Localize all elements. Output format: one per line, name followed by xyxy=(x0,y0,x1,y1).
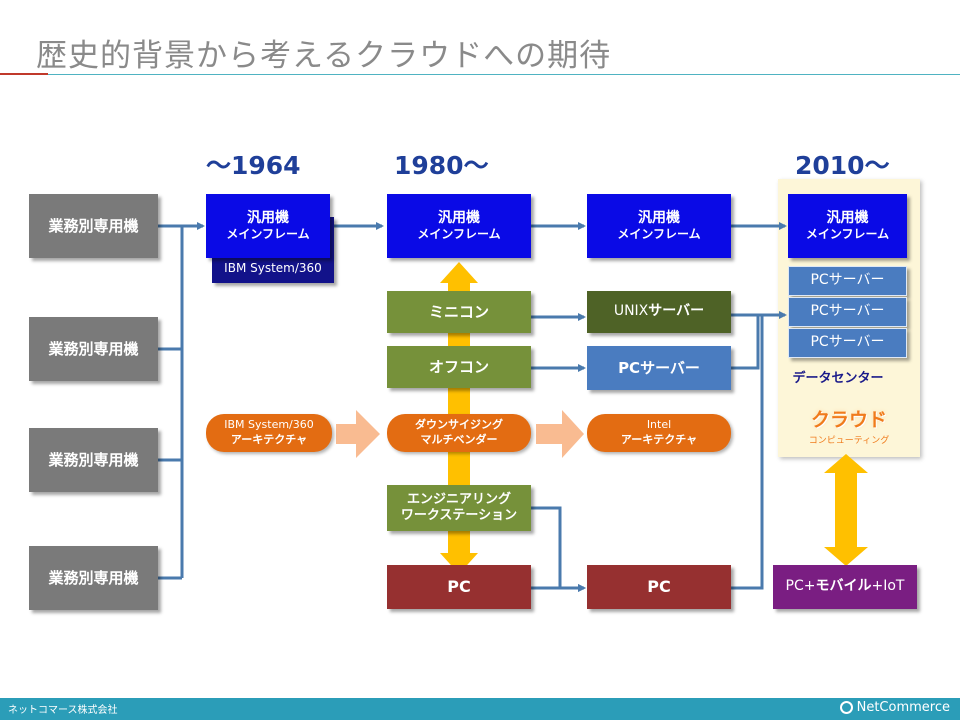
mainframe-1980-title: 汎用機 xyxy=(438,209,480,226)
ibm-architecture-line1: IBM System/360 xyxy=(224,418,314,432)
era-2010: 2010～ xyxy=(795,151,890,180)
unix-server-suffix: サーバー xyxy=(648,303,705,320)
footer-logo: NetCommerce xyxy=(839,700,950,715)
pc-box-1: PC xyxy=(387,565,531,609)
office-computer-box: オフコン xyxy=(387,346,531,388)
title-underline xyxy=(48,74,960,75)
footer-logo-text: NetCommerce xyxy=(856,700,950,715)
pc-mobile-iot-b: モバイル xyxy=(815,578,872,595)
mainframe-1964-title: 汎用機 xyxy=(247,209,289,226)
mainframe-1980: 汎用機 メインフレーム xyxy=(387,194,531,258)
footer-company: ネットコマース株式会社 xyxy=(8,705,118,716)
minicomputer-box: ミニコン xyxy=(387,291,531,333)
ibm-system-360-label: IBM System/360 xyxy=(224,261,322,275)
downsizing-pill: ダウンサイジング マルチベンダー xyxy=(387,414,531,452)
dedicated-machine-3: 業務別専用機 xyxy=(29,428,158,492)
ibm-architecture-line2: アーキテクチャ xyxy=(230,433,308,446)
footer-bar: ネットコマース株式会社 NetCommerce xyxy=(0,698,960,720)
dedicated-machine-4: 業務別専用機 xyxy=(29,546,158,610)
dedicated-machine-1: 業務別専用機 xyxy=(29,194,158,258)
mainframe-mid-subtitle: メインフレーム xyxy=(617,227,701,242)
engineering-workstation-box: エンジニアリング ワークステーション xyxy=(387,485,531,531)
pc-mobile-iot-box: PC+モバイル+IoT xyxy=(773,565,917,609)
mainframe-2010: 汎用機 メインフレーム xyxy=(788,194,907,258)
mainframe-mid: 汎用機 メインフレーム xyxy=(587,194,731,258)
pc-box-2: PC xyxy=(587,565,731,609)
cloud-sublabel: コンピューティング xyxy=(808,436,890,446)
ibm-architecture-pill: IBM System/360 アーキテクチャ xyxy=(206,414,332,452)
mainframe-2010-subtitle: メインフレーム xyxy=(805,227,890,242)
ews-line1: エンジニアリング xyxy=(406,491,511,507)
title-underline-accent xyxy=(0,73,48,75)
mainframe-2010-title: 汎用機 xyxy=(826,209,869,226)
datacenter-label: データセンター xyxy=(792,371,884,386)
ews-line2: ワークステーション xyxy=(400,508,518,523)
intel-architecture-pill: Intel アーキテクチャ xyxy=(587,414,731,452)
downsizing-line2: マルチベンダー xyxy=(420,433,498,446)
era-1964: ～1964 xyxy=(206,151,301,180)
page-title: 歴史的背景から考えるクラウドへの期待 xyxy=(36,38,612,74)
pc-mobile-iot-c: +IoT xyxy=(871,578,905,595)
datacenter-pc-server-2: PCサーバー xyxy=(788,297,907,327)
downsizing-line1: ダウンサイジング xyxy=(415,418,503,432)
intel-architecture-line1: Intel xyxy=(646,418,672,432)
intel-architecture-line2: アーキテクチャ xyxy=(620,433,698,446)
mainframe-1980-subtitle: メインフレーム xyxy=(417,227,501,242)
pc-mobile-iot-a: PC+ xyxy=(785,578,816,595)
dedicated-machine-2: 業務別専用機 xyxy=(29,317,158,381)
datacenter-pc-server-1: PCサーバー xyxy=(788,266,907,296)
unix-server-prefix: UNIX xyxy=(613,303,649,320)
datacenter-pc-server-3: PCサーバー xyxy=(788,328,907,358)
era-1980: 1980～ xyxy=(394,151,489,180)
mainframe-mid-title: 汎用機 xyxy=(638,209,680,226)
cloud-label: クラウド xyxy=(810,409,887,431)
pc-server-box: PCサーバー xyxy=(587,346,731,390)
mainframe-1964-subtitle: メインフレーム xyxy=(226,227,310,242)
mainframe-1964: 汎用機 メインフレーム xyxy=(206,194,330,258)
netcommerce-logo-icon xyxy=(839,701,853,714)
